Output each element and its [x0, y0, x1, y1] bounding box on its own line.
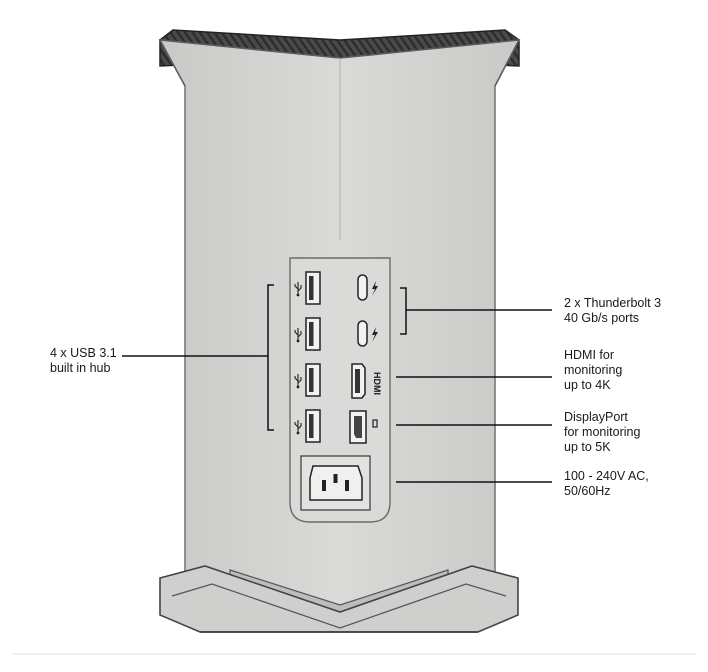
- callout-displayport-line-2: for monitoring: [564, 425, 641, 439]
- callout-power: 100 - 240V AC, 50/60Hz: [564, 469, 649, 499]
- callout-usb: 4 x USB 3.1 built in hub: [50, 346, 117, 376]
- callout-usb-line-2: built in hub: [50, 361, 111, 375]
- usb-icon: [294, 420, 302, 435]
- callout-hdmi-line-1: HDMI for: [564, 348, 614, 362]
- thunderbolt-port-1[interactable]: [357, 274, 368, 301]
- callout-power-line-2: 50/60Hz: [564, 484, 611, 498]
- usb-icon: [294, 374, 302, 389]
- hdmi-marking: HDMI: [368, 372, 382, 395]
- thunderbolt-icon: [372, 327, 378, 342]
- base-stand: [159, 565, 519, 633]
- callout-thunderbolt-line-1: 2 x Thunderbolt 3: [564, 296, 662, 310]
- usb-ports: [294, 271, 321, 443]
- callout-displayport-line-1: DisplayPort: [564, 410, 628, 424]
- displayport-icon: [372, 419, 378, 428]
- leader-lines: [122, 284, 552, 483]
- hdmi-marking-text: HDMI: [372, 372, 382, 395]
- usb-icon: [294, 282, 302, 297]
- hdmi-port[interactable]: [351, 363, 366, 399]
- callout-displayport: DisplayPort for monitoring up to 5K: [564, 410, 640, 455]
- ac-power-inlet[interactable]: [300, 455, 371, 511]
- usb-port-3[interactable]: [305, 363, 321, 397]
- callout-thunderbolt: 2 x Thunderbolt 3 40 Gb/s ports: [564, 296, 661, 326]
- callout-displayport-line-3: up to 5K: [564, 440, 611, 454]
- callout-hdmi-line-3: up to 4K: [564, 378, 611, 392]
- thunderbolt-icon: [372, 281, 378, 296]
- thunderbolt-port-2[interactable]: [357, 320, 368, 347]
- callout-power-line-1: 100 - 240V AC,: [564, 469, 649, 483]
- usb-port-2[interactable]: [305, 317, 321, 351]
- callout-hdmi: HDMI for monitoring up to 4K: [564, 348, 622, 393]
- callout-usb-line-1: 4 x USB 3.1: [50, 346, 117, 360]
- displayport-port[interactable]: [349, 410, 367, 444]
- usb-port-1[interactable]: [305, 271, 321, 305]
- usb-port-4[interactable]: [305, 409, 321, 443]
- callout-thunderbolt-line-2: 40 Gb/s ports: [564, 311, 640, 325]
- usb-icon: [294, 328, 302, 343]
- callout-hdmi-line-2: monitoring: [564, 363, 623, 377]
